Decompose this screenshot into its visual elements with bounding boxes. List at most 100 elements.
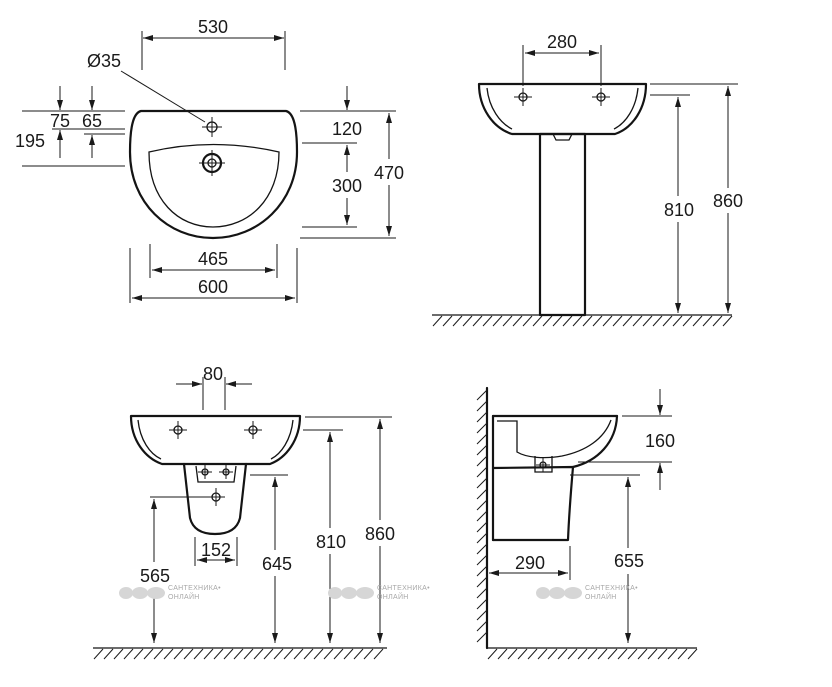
hatch-line (323, 648, 334, 660)
hatch-line (677, 648, 688, 660)
semi-pedestal-profile (491, 465, 575, 542)
floor-hatch (487, 648, 698, 660)
hatch-line (597, 648, 608, 660)
hatch-line (607, 648, 618, 660)
hatch-line (123, 648, 134, 660)
tap-hole-icon (169, 421, 187, 439)
overall-depth-label: 470 (374, 163, 404, 183)
semi-pedestal-front-view: 80 152 565 645 810 860 (93, 364, 395, 660)
watermark-logo: САНТЕХНИКА• ОНЛАЙН (536, 585, 638, 601)
watermark-line2: ОНЛАЙН (168, 592, 200, 601)
hatch-line (572, 315, 583, 327)
hatch-line (476, 422, 488, 434)
hatch-line (552, 315, 563, 327)
hatch-line (432, 315, 443, 327)
logo-blob (536, 587, 550, 599)
hatch-line (476, 587, 488, 599)
fixing-point-icon (219, 465, 233, 479)
hatch-line (487, 648, 498, 660)
hatch-line (476, 488, 488, 500)
cover-top-height-label: 645 (262, 554, 292, 574)
hatch-line (476, 389, 488, 401)
hatch-line (612, 315, 623, 327)
hatch-line (476, 576, 488, 588)
hatch-line (373, 648, 384, 660)
watermark-logo: САНТЕХНИКА• ОНЛАЙН (119, 585, 221, 601)
wall-hatch (476, 389, 488, 643)
hatch-line (233, 648, 244, 660)
pedestal (538, 132, 587, 317)
bowl-depth-label: 300 (332, 176, 362, 196)
hatch-line (113, 648, 124, 660)
back-to-tap-b-label: 65 (82, 111, 102, 131)
hatch-line (637, 648, 648, 660)
semi-pedestal-side-view: 160 290 655 (476, 386, 698, 660)
hatch-line (203, 648, 214, 660)
pedestal-front-view: 280 810 860 (432, 32, 743, 327)
hatch-line (662, 315, 673, 327)
hatch-line (672, 315, 683, 327)
hatch-line (592, 315, 603, 327)
logo-blob (356, 587, 374, 599)
rim-height-label: 810 (664, 200, 694, 220)
hatch-line (617, 648, 628, 660)
hatch-line (557, 648, 568, 660)
fixing-point-icon (198, 465, 212, 479)
hatch-line (283, 648, 294, 660)
hatch-line (632, 315, 643, 327)
hatch-line (476, 554, 488, 566)
bowl-section (497, 419, 612, 459)
basin-wall-line (137, 419, 162, 460)
hatch-line (353, 648, 364, 660)
hatch-line (363, 648, 374, 660)
hatch-line (642, 315, 653, 327)
hatch-line (532, 315, 543, 327)
back-to-drain-label: 195 (15, 131, 45, 151)
logo-blob (341, 587, 357, 599)
tap-hole-diameter-label: Ø35 (87, 51, 121, 71)
hatch-line (476, 433, 488, 445)
hatch-line (442, 315, 453, 327)
semi-pedestal-cover (182, 462, 248, 536)
hatch-line (476, 400, 488, 412)
hatch-line (173, 648, 184, 660)
hatch-line (273, 648, 284, 660)
cover-width-label: 152 (201, 540, 231, 560)
logo-blob (119, 587, 133, 599)
tap-hole-icon (244, 421, 262, 439)
watermark-logo: САНТЕХНИКА• ОНЛАЙН (328, 585, 430, 601)
hatch-line (333, 648, 344, 660)
bowl-depth-label: 160 (645, 431, 675, 451)
overall-height-label: 860 (365, 524, 395, 544)
watermark-line2: ОНЛАЙН (585, 592, 617, 601)
waste-height-label: 565 (140, 566, 170, 586)
hatch-line (577, 648, 588, 660)
watermark-line1: САНТЕХНИКА• (585, 585, 638, 592)
hatch-line (476, 510, 488, 522)
hatch-line (476, 499, 488, 511)
hatch-line (476, 532, 488, 544)
hatch-line (462, 315, 473, 327)
logo-blob (328, 587, 342, 599)
logo-blob (147, 587, 165, 599)
waste-outlet-icon (536, 458, 550, 472)
basin-outline (477, 82, 648, 136)
hatch-line (343, 648, 354, 660)
hatch-line (497, 648, 508, 660)
hatch-line (476, 477, 488, 489)
hatch-line (93, 648, 104, 660)
overall-width-label: 600 (198, 277, 228, 297)
hatch-line (667, 648, 678, 660)
hatch-line (602, 315, 613, 327)
hatch-line (103, 648, 114, 660)
hatch-line (512, 315, 523, 327)
hatch-line (476, 598, 488, 610)
hatch-line (143, 648, 154, 660)
hatch-line (567, 648, 578, 660)
floor-hatch (432, 315, 733, 327)
hatch-line (476, 466, 488, 478)
hatch-line (647, 648, 658, 660)
hatch-line (313, 648, 324, 660)
hatch-line (702, 315, 713, 327)
hatch-line (476, 455, 488, 467)
